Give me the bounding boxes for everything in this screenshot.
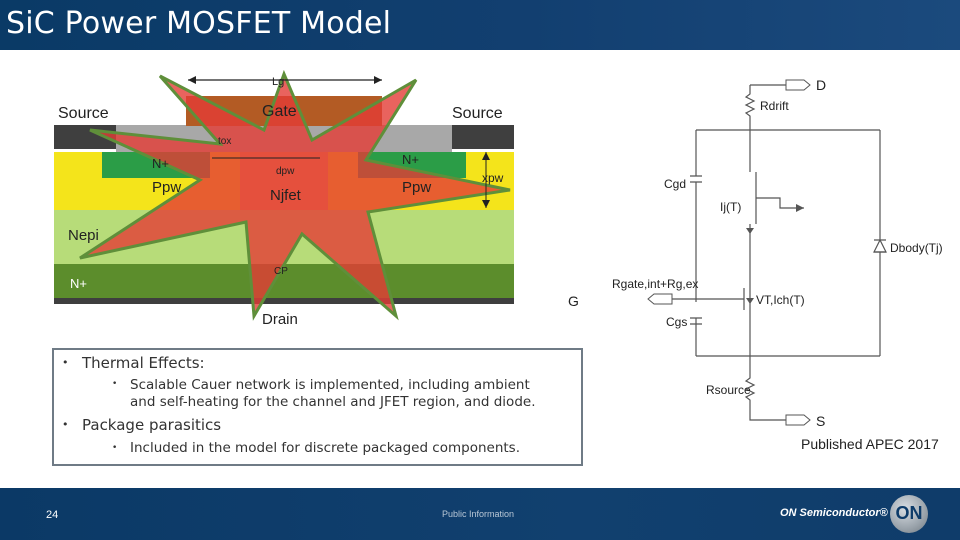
terminal-s — [785, 414, 811, 426]
n-plus-substrate-label: N+ — [70, 276, 87, 291]
public-information-label: Public Information — [442, 509, 515, 519]
footer-bar: 24 Public Information ON Semiconductor® … — [0, 488, 960, 540]
on-logo-text: ON — [895, 503, 923, 523]
cgs-label: Cgs — [666, 315, 687, 329]
n-plus-substrate-layer — [54, 262, 514, 300]
dbody-label: Dbody(Tj) — [890, 241, 943, 255]
terminal-g-label: G — [568, 293, 579, 309]
xpw-label: xpw — [482, 171, 504, 185]
drain-label: Drain — [262, 311, 298, 328]
bullet-package: Package parasitics — [82, 416, 222, 434]
bullet-dot: • — [62, 418, 69, 431]
source-resistor — [744, 356, 786, 421]
source-right-label: Source — [452, 105, 503, 122]
on-logo-icon: ON — [890, 495, 928, 533]
page-title: SiC Power MOSFET Model — [6, 6, 392, 41]
ppw-right-label: Ppw — [402, 179, 431, 196]
vt-label: VT,Ich(T) — [756, 293, 805, 307]
drift-resistor — [744, 85, 756, 130]
n-plus-left-label: N+ — [152, 156, 169, 171]
ijt-label: Ij(T) — [720, 200, 741, 214]
bullet-box: • Thermal Effects: • Scalable Cauer netw… — [52, 348, 583, 466]
mosfet-cross-section: Source Source Gate Lg tox N+ N+ dpw Ppw … — [54, 70, 514, 328]
cgd-label: Cgd — [664, 177, 686, 191]
sub-bullet-thermal-line-1: Scalable Cauer network is implemented, i… — [130, 377, 530, 393]
cp-label: CP — [274, 266, 288, 277]
rgate-label: Rgate,int+Rg,ex — [612, 277, 698, 291]
title-bar: SiC Power MOSFET Model — [0, 0, 960, 50]
published-note: Published APEC 2017 — [801, 436, 939, 452]
rdrift-label: Rdrift — [760, 99, 789, 113]
bullet-thermal: Thermal Effects: — [82, 354, 205, 372]
nepi-label: Nepi — [68, 227, 99, 244]
body-diode — [874, 239, 886, 253]
diode-triangle — [873, 238, 887, 253]
equivalent-circuit: D G S Rdrift Cgd Ij(T) Dbody(Tj) Rgate,i… — [568, 77, 943, 429]
rsource-label: Rsource — [706, 383, 751, 397]
sub-bullet-dot: • — [112, 379, 118, 389]
terminal-g — [647, 293, 673, 305]
bullet-dot: • — [62, 356, 69, 369]
sub-bullet-package: Included in the model for discrete packa… — [130, 440, 521, 456]
terminal-s-label: S — [816, 413, 825, 429]
cgd-capacitor — [690, 175, 702, 183]
terminal-d — [785, 79, 811, 91]
highlight-burst — [79, 70, 511, 321]
tox-label: tox — [218, 136, 231, 147]
cgs-capacitor — [690, 317, 702, 325]
n-plus-right-label: N+ — [402, 152, 419, 167]
source-left-label: Source — [58, 105, 109, 122]
lg-label: Lg — [272, 76, 284, 88]
ppw-left-label: Ppw — [152, 179, 181, 196]
page-number: 24 — [46, 509, 59, 521]
dpw-label: dpw — [276, 166, 295, 177]
gate-label: Gate — [262, 103, 297, 120]
sub-bullet-thermal-line-2: and self-heating for the channel and JFE… — [130, 394, 536, 410]
terminal-d-label: D — [816, 77, 826, 93]
njfet-label: Njfet — [270, 187, 302, 204]
source-contact-right — [452, 125, 514, 149]
drain-contact — [54, 298, 514, 304]
sub-bullet-dot: • — [112, 443, 118, 453]
company-name: ON Semiconductor® — [780, 507, 888, 519]
